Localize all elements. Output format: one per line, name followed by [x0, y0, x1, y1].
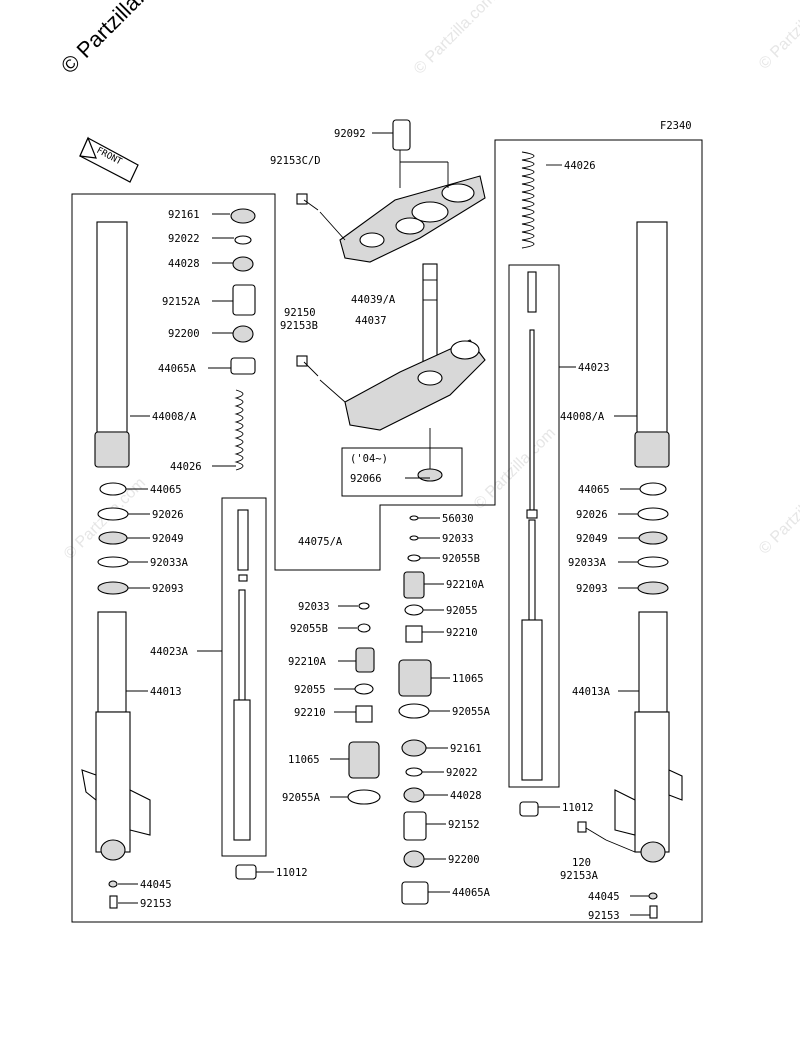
label-44065a-mid: 44065A [452, 887, 491, 899]
label-92033a-right: 92033A [568, 557, 607, 569]
label-44008a-left: 44008/A [152, 411, 197, 423]
label-44045-left: 44045 [140, 879, 172, 891]
label-11012-right: 11012 [562, 802, 594, 814]
label-92093-left: 92093 [152, 583, 184, 595]
label-44013a: 44013A [572, 686, 611, 698]
label-44065-right: 44065 [578, 484, 610, 496]
label-92161-mid: 92161 [450, 743, 482, 755]
label-11065-center: 11065 [288, 754, 320, 766]
label-44026-left: 44026 [170, 461, 202, 473]
label-92161-left: 92161 [168, 209, 200, 221]
label-92200-mid: 92200 [448, 854, 480, 866]
right-fork-parts [519, 151, 683, 919]
label-92210a-center: 92210A [288, 656, 327, 668]
leader-lines [118, 132, 650, 916]
label-92022-left: 92022 [168, 233, 200, 245]
lower-bracket [296, 263, 486, 482]
diagram-code: F2340 [660, 120, 692, 132]
label-92200-left: 92200 [168, 328, 200, 340]
front-arrow-icon: FRONT [79, 136, 139, 183]
label-44065-left: 44065 [150, 484, 182, 496]
part-labels: 92092 92153C/D 44039/A 92150 92153B 4403… [140, 128, 620, 922]
label-44023a: 44023A [150, 646, 189, 658]
label-44013: 44013 [150, 686, 182, 698]
label-92055-mid: 92055 [446, 605, 478, 617]
label-92055a-mid: 92055A [452, 706, 491, 718]
center-parts [347, 515, 432, 905]
label-44028-left: 44028 [168, 258, 200, 270]
label-44023-right: 44023 [578, 362, 610, 374]
upper-bracket [296, 119, 486, 263]
label-92055b-center: 92055B [290, 623, 328, 635]
label-92055b-mid: 92055B [442, 553, 480, 565]
left-fork-parts [81, 208, 257, 909]
label-92150: 92150 [284, 307, 316, 319]
label-44028-mid: 44028 [450, 790, 482, 802]
label-92152a: 92152A [162, 296, 201, 308]
label-92033-mid: 92033 [442, 533, 474, 545]
label-92152-mid: 92152 [448, 819, 480, 831]
label-92092: 92092 [334, 128, 366, 140]
label-92210-center: 92210 [294, 707, 326, 719]
label-92066: 92066 [350, 473, 382, 485]
label-44039a: 44039/A [351, 294, 396, 306]
right-inner-tube-frame [508, 264, 560, 788]
label-92153-right: 92153 [588, 910, 620, 922]
label-92033a-left: 92033A [150, 557, 189, 569]
label-44026-right: 44026 [564, 160, 596, 172]
label-92049-left: 92049 [152, 533, 184, 545]
label-56030: 56030 [442, 513, 474, 525]
label-92210-mid: 92210 [446, 627, 478, 639]
label-11065-mid: 11065 [452, 673, 484, 685]
label-92153cd: 92153C/D [270, 155, 321, 167]
label-92153a: 92153A [560, 870, 599, 882]
label-44075a: 44075/A [298, 536, 343, 548]
label-92093-right: 92093 [576, 583, 608, 595]
label-44045-right: 44045 [588, 891, 620, 903]
label-92026-left: 92026 [152, 509, 184, 521]
label-92049-right: 92049 [576, 533, 608, 545]
label-92026-right: 92026 [576, 509, 608, 521]
outer-frame [71, 139, 703, 923]
label-92055-center: 92055 [294, 684, 326, 696]
label-44008a-right: 44008/A [560, 411, 605, 423]
label-120: 120 [572, 857, 591, 869]
year-note: ('04~) [350, 453, 388, 465]
left-inner-tube-frame [221, 497, 267, 857]
label-11012-center: 11012 [276, 867, 308, 879]
label-92153b: 92153B [280, 320, 318, 332]
label-44065a-left: 44065A [158, 363, 197, 375]
label-92153-left: 92153 [140, 898, 172, 910]
label-92022-mid: 92022 [446, 767, 478, 779]
label-92055a-center: 92055A [282, 792, 321, 804]
year-note-frame [341, 447, 463, 497]
label-44037: 44037 [355, 315, 387, 327]
label-92210a-mid: 92210A [446, 579, 485, 591]
label-92033-center: 92033 [298, 601, 330, 613]
